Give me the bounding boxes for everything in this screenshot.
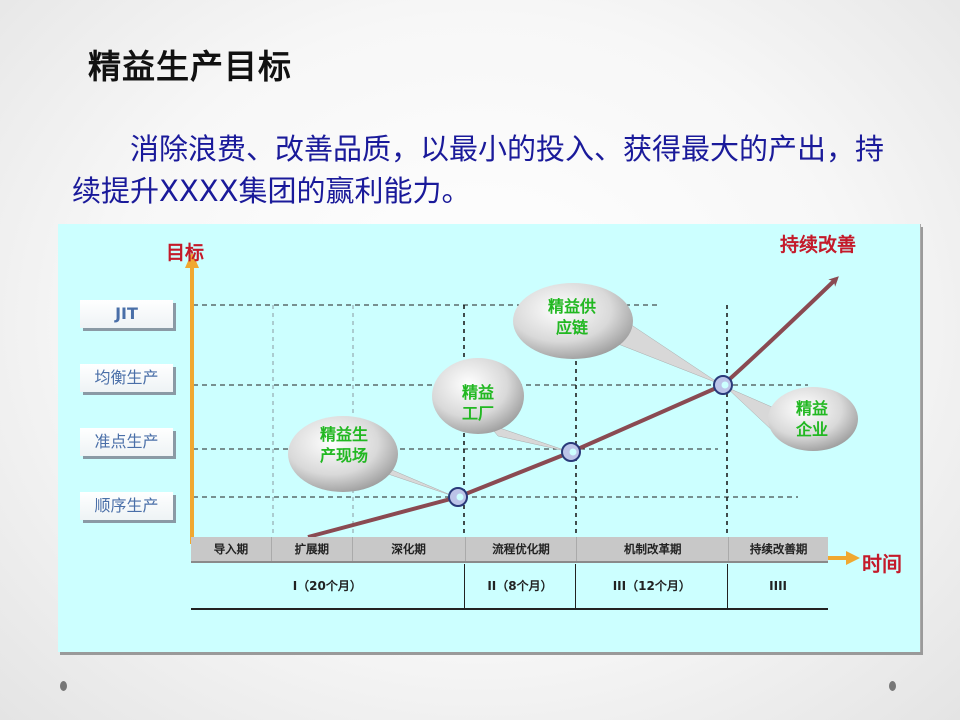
slide-corner-dot-right (889, 681, 896, 691)
milestone-label-lean-factory: 精益 工厂 (461, 383, 494, 423)
stage-4: IIII (769, 579, 787, 593)
phase-mechanism-reform: 机制改革期 (577, 537, 730, 561)
level-balanced-production: 均衡生产 (80, 364, 173, 392)
stage-3: III（12个月） (576, 564, 729, 608)
level-jit: JIT (80, 300, 173, 328)
y-axis-arrow-icon (185, 252, 199, 268)
x-axis-title: 时间 (862, 552, 902, 576)
phase-bar: 导入期 扩展期 深化期 流程优化期 机制改革期 持续改善期 (191, 537, 828, 561)
phase-expansion: 扩展期 (272, 537, 353, 561)
slide-title: 精益生产目标 (88, 47, 292, 86)
milestone-label-lean-site: 精益生 产现场 (319, 425, 368, 465)
phase-deepening: 深化期 (353, 537, 466, 561)
bubble-lean-enterprise (725, 386, 858, 451)
y-axis-title: 目标 (166, 242, 205, 264)
phase-process-optimization: 流程优化期 (466, 537, 578, 561)
slide-corner-dot-left (60, 681, 67, 691)
level-on-time-production: 准点生产 (80, 428, 173, 456)
phase-continuous-improvement: 持续改善期 (749, 542, 808, 556)
description-text: 消除浪费、改善品质，以最小的投入、获得最大的产出，持续提升XXXX集团的赢利能力… (72, 132, 885, 208)
milestone-markers (448, 375, 733, 507)
lean-roadmap-diagram: 目标 持续改善 时间 JIT 均衡生产 准点生产 顺序生产 精益生 产现场 精益… (58, 224, 921, 652)
level-sequential-production: 顺序生产 (80, 492, 173, 520)
slide-description: 消除浪费、改善品质，以最小的投入、获得最大的产出，持续提升XXXX集团的赢利能力… (72, 128, 912, 212)
milestone-label-lean-supply-chain: 精益供 应链 (547, 297, 596, 337)
phase-introduction: 导入期 (191, 537, 272, 561)
diagram-graphics (185, 252, 860, 565)
milestone-label-lean-enterprise: 精益 企业 (795, 399, 828, 439)
x-axis-arrow-icon (846, 551, 860, 565)
bubble-lean-site (288, 416, 454, 497)
bubble-lean-supply-chain (513, 283, 721, 385)
trend-label: 持续改善 (780, 234, 857, 256)
stage-2: II（8个月） (465, 564, 577, 608)
stage-row: I（20个月） II（8个月） III（12个月） IIII (191, 564, 828, 610)
stage-1: I（20个月） (191, 564, 465, 608)
bubble-lean-factory (432, 358, 571, 453)
